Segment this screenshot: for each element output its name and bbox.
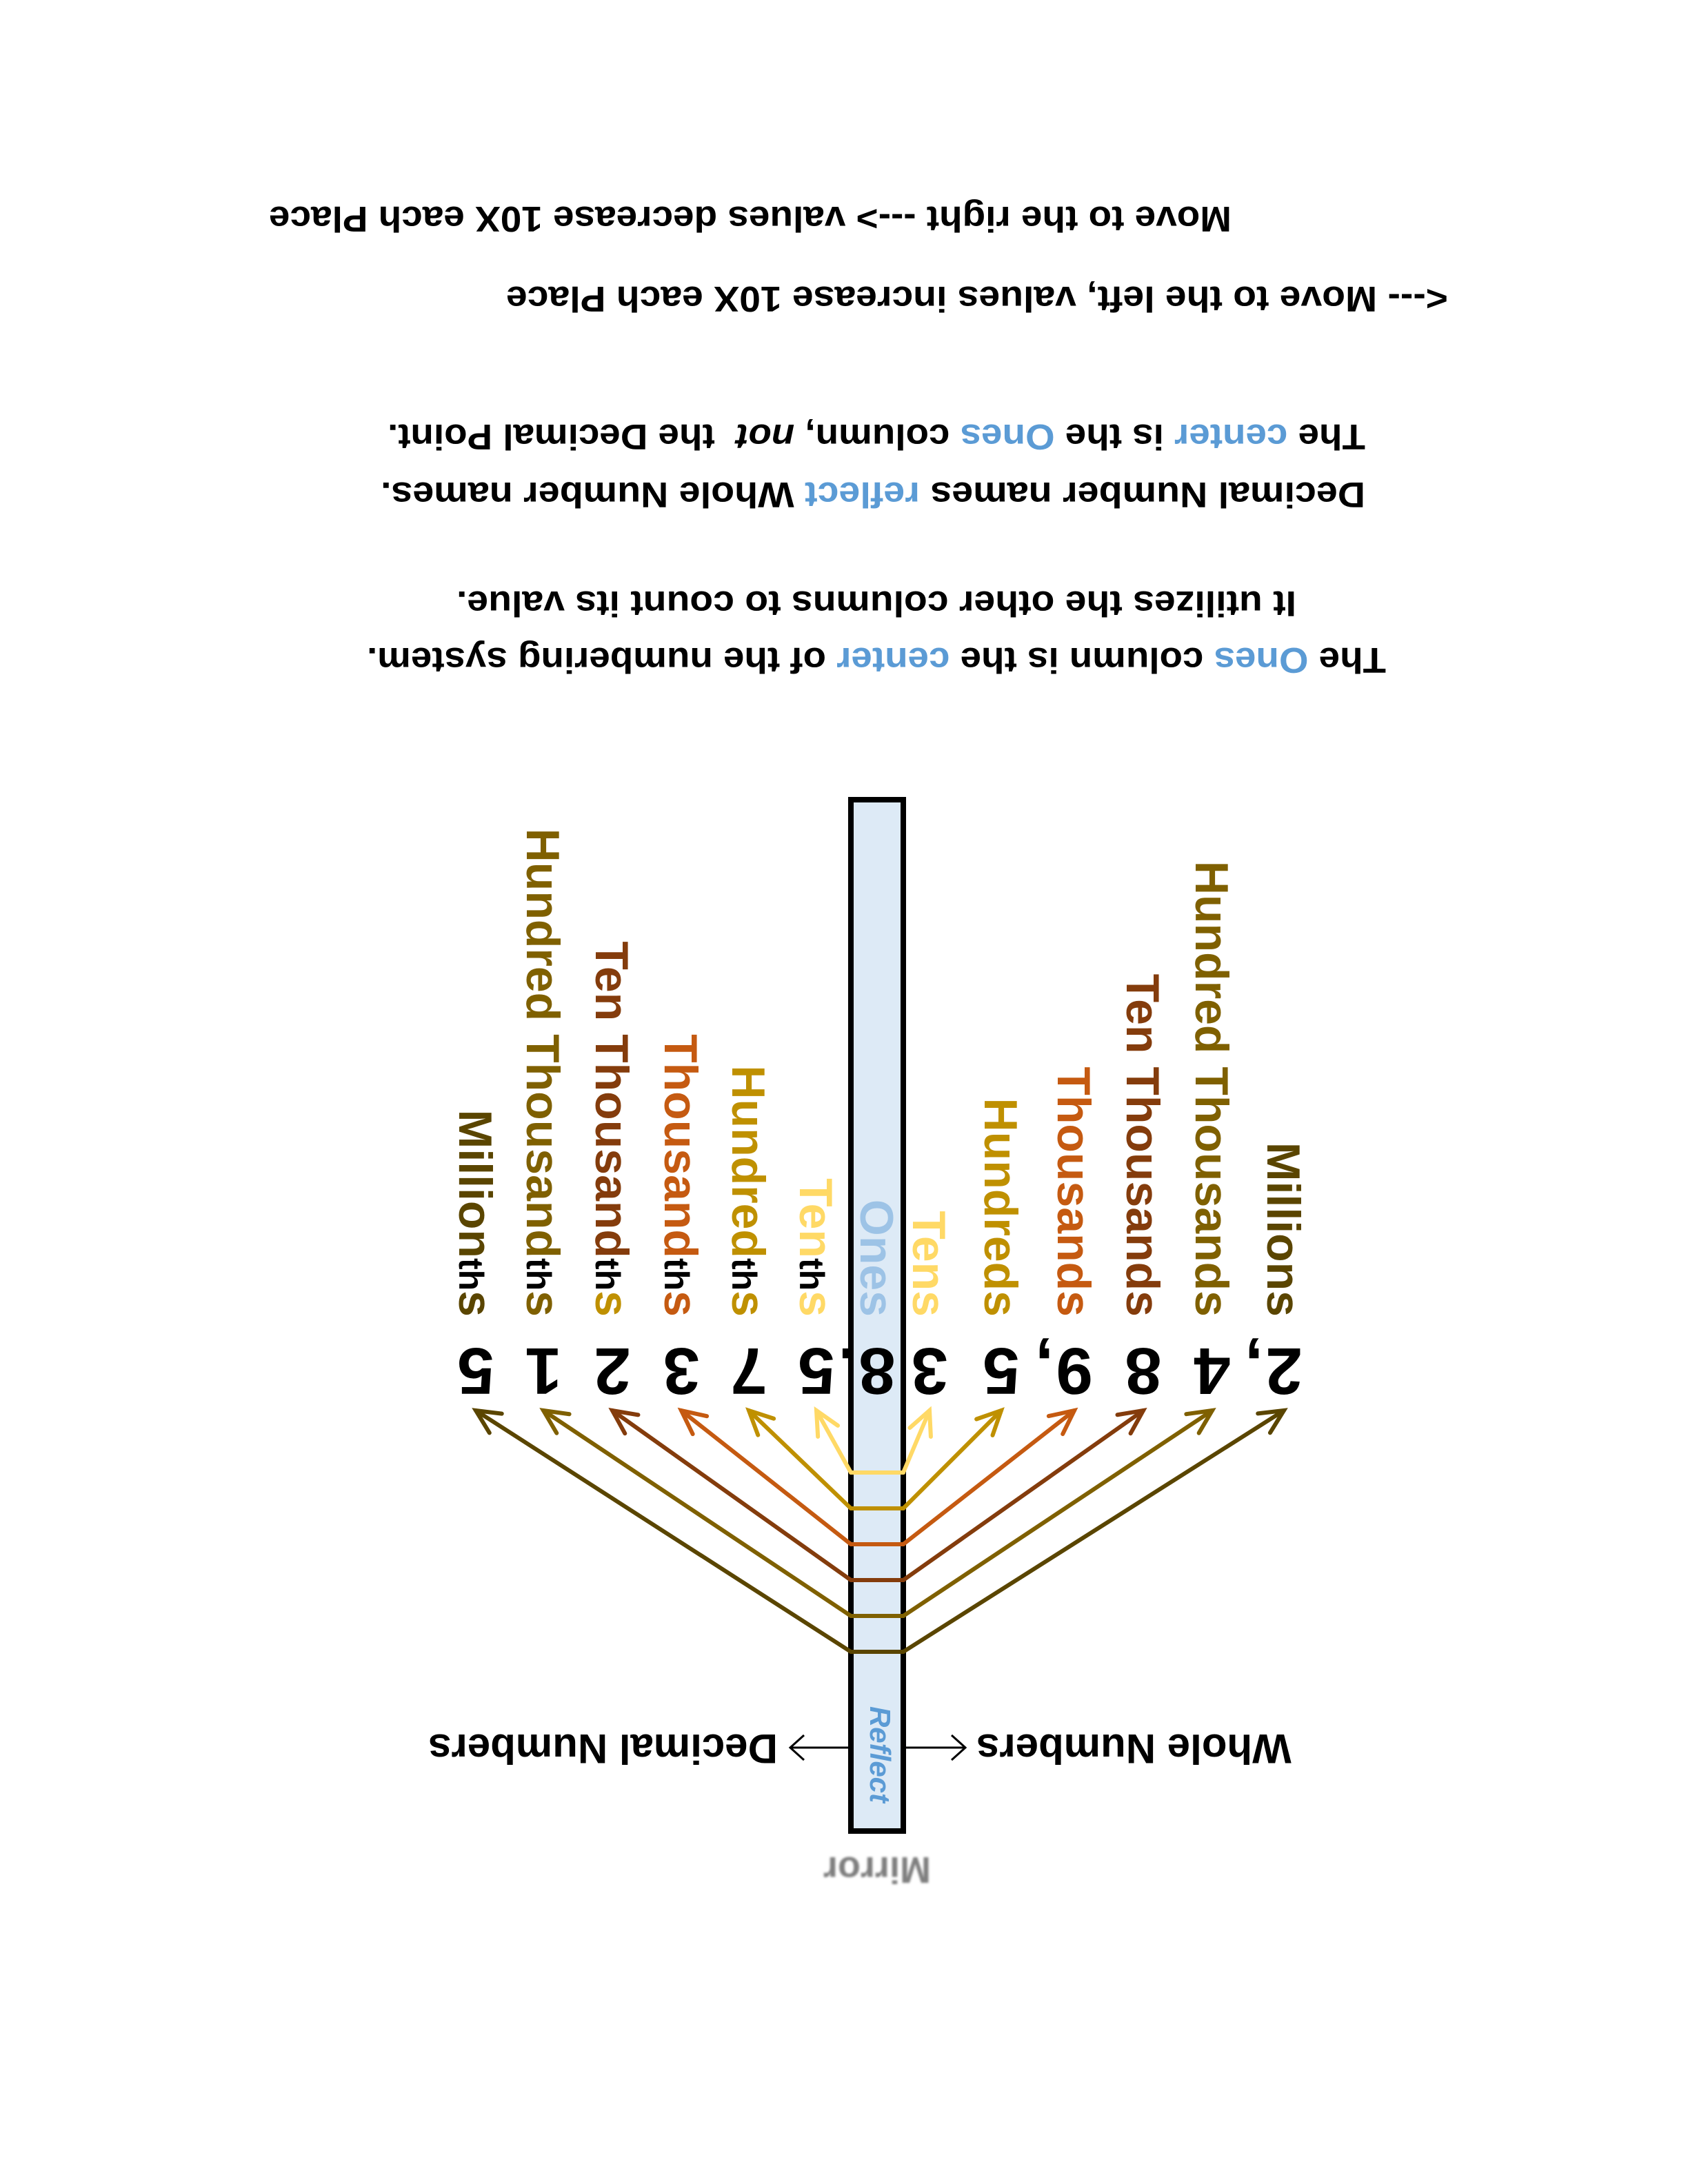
- digit-5: 3: [911, 1334, 947, 1408]
- digit-3: 9: [1056, 1334, 1092, 1408]
- digit-2: 8: [1125, 1334, 1161, 1408]
- place-arrow-12: [472, 1408, 905, 1654]
- decimal-point: .: [838, 1334, 856, 1408]
- place-arrow-8: [745, 1407, 905, 1510]
- digit-8: 7: [730, 1334, 767, 1408]
- comma: ,: [1245, 1334, 1263, 1408]
- whole-numbers-label: Whole Numbers: [976, 1726, 1292, 1772]
- place-label-10: Ten Thousandths: [585, 941, 638, 1317]
- paragraph-1: The Ones column is the center of the num…: [367, 640, 1386, 680]
- place-label-2: Ten Thousands: [1116, 974, 1169, 1317]
- place-arrows: [472, 1406, 1288, 1654]
- page-content-rotated: Mirror Reflect Whole Numbers Decimal Num…: [269, 199, 1448, 1890]
- place-label-1: Hundred Thousands: [1185, 861, 1238, 1317]
- paragraph-3: Decimal Number names reflect Whole Numbe…: [381, 474, 1365, 514]
- comma: ,: [1035, 1334, 1054, 1408]
- place-label-12: Millionths: [449, 1110, 501, 1317]
- place-label-8: Hundredths: [722, 1065, 774, 1317]
- place-label-11: Hundred Thousandths: [516, 829, 569, 1317]
- place-arrow-10: [608, 1408, 905, 1582]
- digit-1: 4: [1194, 1334, 1230, 1408]
- digit-6: 8: [858, 1334, 895, 1408]
- place-arrow-9: [677, 1407, 905, 1546]
- digit-9: 3: [663, 1334, 699, 1408]
- paragraph-6: Move to the right ---> values decrease 1…: [269, 199, 1232, 239]
- place-label-3: Thousands: [1047, 1066, 1100, 1317]
- place-arrow-11: [539, 1408, 905, 1618]
- digit-0: 2: [1265, 1334, 1302, 1408]
- place-arrow-7: [814, 1406, 905, 1475]
- explanation-text: The Ones column is the center of the num…: [269, 199, 1448, 680]
- whole-arrow: [903, 1734, 967, 1761]
- digit-10: 2: [594, 1334, 630, 1408]
- paragraph-4: The center is the Ones column, not the D…: [388, 416, 1365, 456]
- place-label-0: Millions: [1257, 1142, 1309, 1317]
- mirror-label: Mirror: [823, 1849, 931, 1890]
- place-label-5: Tens: [903, 1211, 955, 1317]
- digit-11: 1: [525, 1334, 561, 1408]
- place-label-6: Ones: [850, 1200, 903, 1317]
- paragraph-5: <--- Move to the left, values increase 1…: [506, 279, 1448, 318]
- paragraph-2: It utilizes the other columns to count i…: [456, 583, 1296, 623]
- digit-12: 5: [457, 1334, 494, 1408]
- digit-4: 5: [983, 1334, 1019, 1408]
- reflect-label: Reflect: [864, 1706, 896, 1804]
- digit-7: 5: [798, 1334, 834, 1408]
- place-label-7: Tenths: [790, 1178, 842, 1317]
- place-label-4: Hundreds: [974, 1098, 1027, 1317]
- place-labels: Millions Hundred Thousands Ten Thousands Th…: [449, 829, 1309, 1317]
- mirror-bar: [848, 797, 906, 1834]
- decimal-arrow: [788, 1734, 851, 1761]
- decimal-numbers-label: Decimal Numbers: [428, 1726, 778, 1772]
- place-label-9: Thousandths: [654, 1034, 707, 1317]
